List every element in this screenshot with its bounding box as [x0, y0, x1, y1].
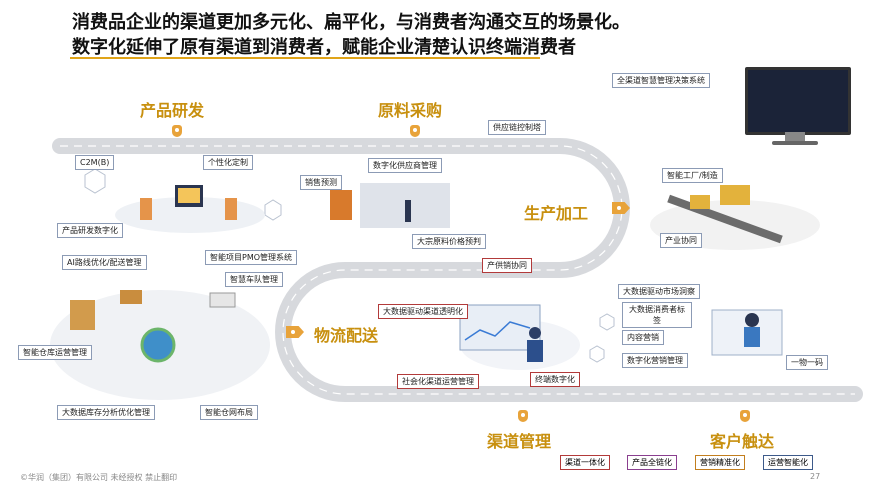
label-personalized: 个性化定制 [203, 155, 253, 170]
dashboard-monitor [745, 67, 851, 135]
section-customer: 客户触达 [710, 432, 775, 451]
label-digital-marketing: 数字化营销管理 [622, 353, 688, 368]
page-number: 27 [810, 472, 821, 481]
label-commodity-price: 大宗原料价格预判 [412, 234, 486, 249]
label-one-code: 一物一码 [786, 355, 828, 370]
label-smart-factory: 智能工厂/制造 [662, 168, 723, 183]
label-terminal-digital: 终端数字化 [530, 372, 580, 387]
monitor-stand [785, 132, 805, 142]
channel-pin-icon [518, 410, 528, 422]
label-bigdata-insight: 大数据驱动市场洞察 [618, 284, 700, 299]
label-content-marketing: 内容营销 [622, 330, 664, 345]
label-ai-route: AI路线优化/配送管理 [62, 255, 147, 270]
label-all-channel: 全渠道智慧管理决策系统 [612, 73, 710, 88]
label-sales-forecast: 销售预测 [300, 175, 342, 190]
title-underline [70, 57, 540, 59]
label-social-channel: 社会化渠道运营管理 [397, 374, 479, 389]
customer-pin-icon [740, 410, 750, 422]
product-rd-pin-icon [172, 125, 182, 137]
legend-item-marketing: 营销精准化 [695, 455, 745, 470]
section-production: 生产加工 [524, 204, 589, 223]
label-prod-sales-coop: 产供销协同 [482, 258, 532, 273]
label-fleet: 智慧车队管理 [225, 272, 283, 287]
section-raw-material: 原料采购 [378, 101, 443, 120]
title-line-2: 数字化延伸了原有渠道到消费者，赋能企业清楚认识终端消费者 [72, 37, 576, 58]
label-bigdata-consumer: 大数据消费者标签 [622, 302, 692, 328]
label-rd-digital: 产品研发数字化 [57, 223, 123, 238]
monitor-base [772, 141, 818, 145]
label-warehouse-ops: 智能仓库运营管理 [18, 345, 92, 360]
production-tag-icon [612, 202, 630, 214]
logistics-tag-icon [286, 326, 304, 338]
label-supply-chain: 供应链控制塔 [488, 120, 546, 135]
copyright-footer: ©华润（集团）有限公司 未经授权 禁止翻印 [20, 473, 178, 482]
legend-item-channel: 渠道一体化 [560, 455, 610, 470]
label-c2m: C2M(B) [75, 155, 115, 170]
label-pmo: 智能项目PMO管理系统 [205, 250, 298, 265]
label-digital-supplier: 数字化供应商管理 [368, 158, 442, 173]
label-warehouse-layout: 智能仓网布局 [200, 405, 258, 420]
section-channel: 渠道管理 [487, 432, 552, 451]
label-inventory-opt: 大数据库存分析优化管理 [57, 405, 155, 420]
label-industry-coop: 产业协同 [660, 233, 702, 248]
legend-item-product: 产品全链化 [627, 455, 677, 470]
legend-item-operations: 运营智能化 [763, 455, 813, 470]
section-product-rd: 产品研发 [140, 101, 205, 120]
label-bigdata-transparency: 大数据驱动渠道透明化 [378, 304, 468, 319]
raw-material-pin-icon [410, 125, 420, 137]
title-line-1: 消费品企业的渠道更加多元化、扁平化，与消费者沟通交互的场景化。 [72, 12, 630, 33]
section-logistics: 物流配送 [314, 326, 379, 345]
